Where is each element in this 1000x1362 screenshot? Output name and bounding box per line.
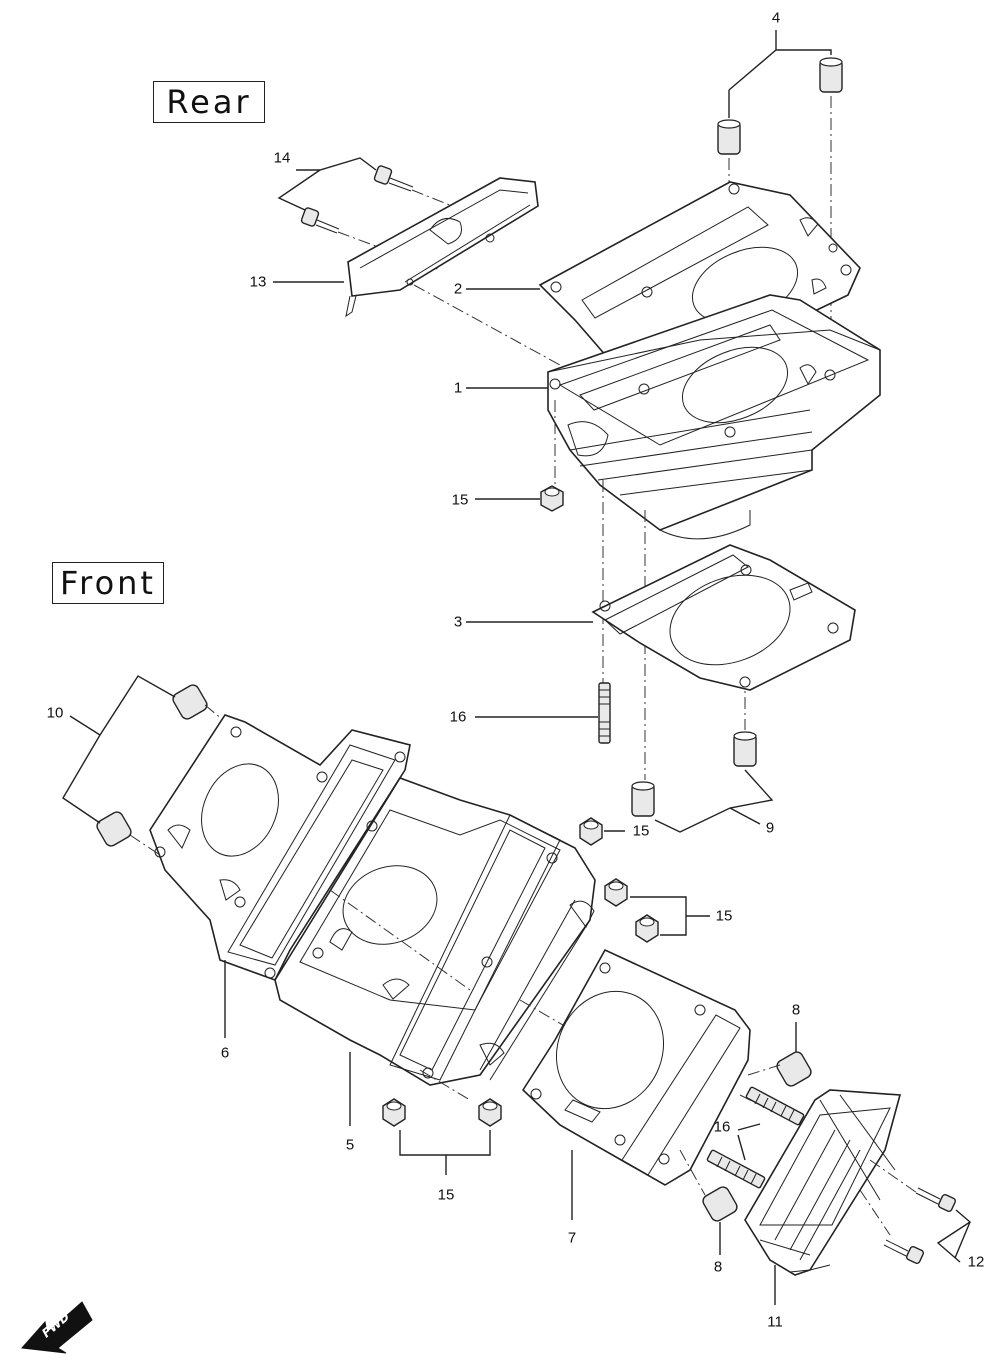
bolt-14a [373,165,414,192]
callout-8-lower: 8 [713,1258,723,1276]
cylinder-1 [547,294,881,540]
nut-15-front-b [604,878,628,907]
rear-view-label: Rear [153,81,265,123]
stud-16-front-a [745,1086,805,1126]
callout-12: 12 [967,1253,985,1271]
callout-6: 6 [220,1044,230,1062]
dowel-pin-10b [96,811,132,847]
front-view-label: Front [52,562,164,604]
callout-14: 14 [273,149,291,167]
stud-16-front-b [706,1149,766,1189]
fwd-arrow-icon [20,1301,93,1354]
gasket-7 [521,948,751,1186]
bolt-14b [300,207,340,234]
rear-view-label-text: Rear [166,83,252,121]
callout-8-upper: 8 [791,1001,801,1019]
callout-3: 3 [453,613,463,631]
callout-15-front-top: 15 [632,822,650,840]
callout-1: 1 [453,379,463,397]
callout-15-front-bottom: 15 [437,1186,455,1204]
callout-7: 7 [567,1229,577,1247]
callout-11: 11 [767,1313,783,1331]
callout-9: 9 [765,819,775,837]
cover-11 [744,1089,902,1276]
dowel-pin-8b [702,1186,738,1222]
nut-15-front-e [478,1098,502,1127]
dowel-pin-8a [776,1051,812,1087]
dowel-pin-4b [819,57,843,93]
callout-4: 4 [771,9,781,27]
callout-15-front-pair: 15 [715,907,733,925]
nut-15-front-a [579,817,603,846]
callout-16-front: 16 [713,1118,731,1136]
dowel-pin-4a [717,119,741,155]
dowel-pin-10a [172,684,208,720]
callout-15-rear: 15 [451,491,469,509]
nut-15-front-c [635,914,659,943]
front-view-label-text: Front [60,564,156,602]
callout-10: 10 [46,704,64,722]
callout-5: 5 [345,1136,355,1154]
gasket-3 [591,544,856,691]
stud-16-rear [598,682,611,744]
gasket-2 [538,181,861,396]
nut-15-rear [540,485,564,512]
bolt-12a [915,1187,957,1213]
bolt-12b [883,1239,925,1265]
nut-15-front-d [382,1098,406,1127]
gasket-6 [149,714,411,981]
tensioner-guide-13 [345,177,539,318]
callout-16-rear: 16 [449,708,467,726]
callout-13: 13 [249,273,267,291]
dowel-pin-9b [631,781,655,817]
cylinder-5 [274,777,596,1086]
callout-2: 2 [453,280,463,298]
dowel-pin-9a [733,731,757,767]
